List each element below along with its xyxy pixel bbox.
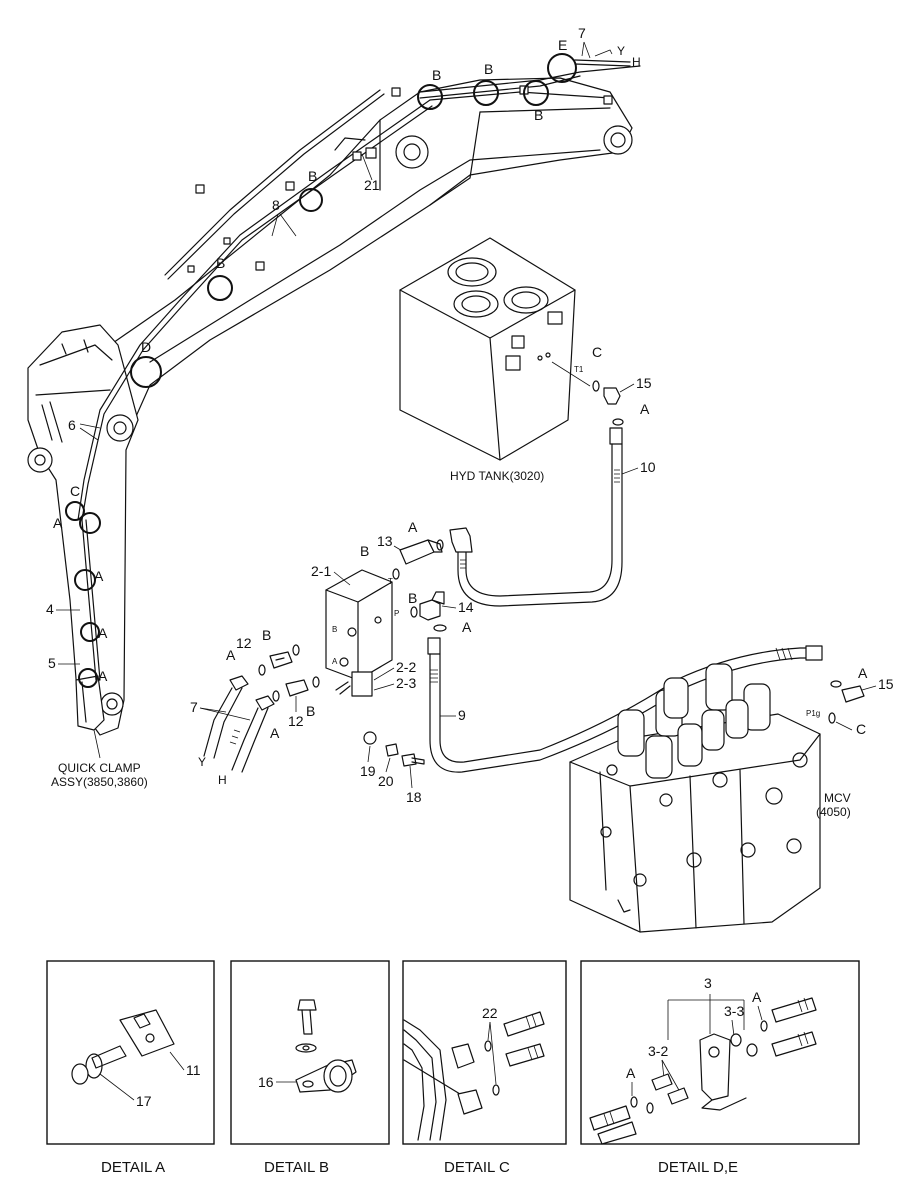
callout-y: Y [198, 755, 206, 769]
mcv-label-line2: (4050) [816, 805, 851, 819]
detail-c-panel: 22 [402, 960, 567, 1145]
valve-fittings: B 13 A B 14 A B 12 A 12 B A 19 20 [226, 519, 474, 805]
callout-8: 8 [272, 197, 280, 213]
callout-a: A [94, 568, 104, 584]
callout-b: B [306, 703, 315, 719]
callout-21: 21 [364, 177, 380, 193]
quick-clamp [75, 675, 105, 731]
quick-clamp-label-line2: ASSY(3850,3860) [51, 775, 148, 789]
callout-2-2: 2-2 [396, 659, 416, 675]
callout-b: B [432, 67, 441, 83]
callout-a: A [626, 1065, 636, 1081]
detail-a-panel: 11 17 [46, 960, 215, 1145]
mcv: MCV (4050) [569, 663, 851, 933]
port-b: B [332, 625, 337, 634]
callout-7: 7 [578, 25, 586, 41]
callout-13: 13 [377, 533, 393, 549]
callout-2-3: 2-3 [396, 675, 416, 691]
caption-detail-c: DETAIL C [444, 1159, 510, 1176]
boom [104, 77, 633, 446]
caption-detail-de: DETAIL D,E [658, 1159, 738, 1176]
callout-b: B [216, 255, 225, 271]
callout-3-3: 3-3 [724, 1003, 744, 1019]
callout-h: H [632, 55, 641, 69]
callout-15: 15 [878, 676, 894, 692]
port-a: A [332, 657, 338, 666]
callout-22: 22 [482, 1005, 498, 1021]
hyd-tank-label: HYD TANK(3020) [450, 469, 544, 483]
hose-10: 10 [449, 427, 656, 607]
detail-circles [65, 53, 577, 688]
callout-c: C [70, 483, 80, 499]
detail-de-panel: 3 3-3 A 3-2 A [580, 960, 860, 1145]
callout-c: C [592, 344, 602, 360]
callout-d: D [141, 339, 151, 355]
callout-11: 11 [186, 1062, 201, 1078]
boom-callouts: B B B E 7 Y H B B D 21 8 6 C A A 4 A 5 A… [46, 25, 641, 789]
pipe-clamps [187, 85, 613, 273]
port-t: T [388, 577, 393, 586]
callout-a: A [462, 619, 472, 635]
callout-17: 17 [136, 1093, 152, 1109]
callout-4: 4 [46, 601, 54, 617]
mcv-label-line1: MCV [824, 791, 851, 805]
callout-15: 15 [636, 375, 652, 391]
callout-a: A [752, 989, 762, 1005]
callout-b: B [534, 107, 543, 123]
valve-block: B A P T 2-1 2-2 2-3 [311, 563, 416, 697]
callout-a: A [858, 665, 868, 681]
callout-16: 16 [258, 1074, 274, 1090]
callout-y: Y [617, 44, 625, 58]
callout-a: A [98, 625, 108, 641]
callout-b: B [484, 61, 493, 77]
callout-3-2: 3-2 [648, 1043, 668, 1059]
detail-captions: DETAIL A DETAIL B DETAIL C DETAIL D,E [101, 1159, 738, 1176]
callout-b: B [408, 590, 417, 606]
port-p1g: P1g [806, 709, 820, 718]
callout-c: C [856, 721, 866, 737]
callout-12: 12 [288, 713, 304, 729]
callout-a: A [226, 647, 236, 663]
hose-7: 7 Y H [190, 675, 275, 787]
callout-19: 19 [360, 763, 376, 779]
hyd-tank: T1 C 15 A HYD TANK(3020) [399, 237, 652, 483]
callout-7: 7 [190, 699, 198, 715]
quick-clamp-label-line1: QUICK CLAMP [58, 761, 141, 775]
callout-10: 10 [640, 459, 656, 475]
callout-20: 20 [378, 773, 394, 789]
callout-b: B [360, 543, 369, 559]
callout-e: E [558, 37, 567, 53]
callout-12: 12 [236, 635, 252, 651]
caption-detail-a: DETAIL A [101, 1159, 165, 1176]
caption-detail-b: DETAIL B [264, 1159, 329, 1176]
callout-9: 9 [458, 707, 466, 723]
port-t1: T1 [574, 365, 584, 374]
callout-a: A [270, 725, 280, 741]
port-p: P [394, 609, 399, 618]
callout-2-1: 2-1 [311, 563, 331, 579]
callout-6: 6 [68, 417, 76, 433]
callout-3: 3 [704, 975, 712, 991]
detail-b-panel: 16 [230, 960, 390, 1145]
callout-h: H [218, 773, 227, 787]
callout-5: 5 [48, 655, 56, 671]
callout-a: A [98, 668, 108, 684]
pipe-run [77, 65, 641, 681]
callout-b: B [308, 168, 317, 184]
callout-a: A [53, 515, 63, 531]
callout-18: 18 [406, 789, 422, 805]
callout-a: A [408, 519, 418, 535]
callout-a: A [640, 401, 650, 417]
callout-14: 14 [458, 599, 474, 615]
callout-b: B [262, 627, 271, 643]
